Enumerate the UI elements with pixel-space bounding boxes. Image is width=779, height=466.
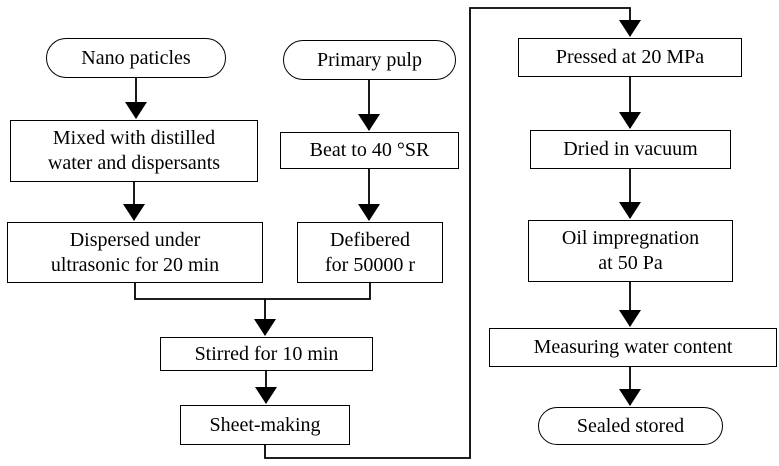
node-dried-label: Dried in vacuum (563, 138, 698, 160)
node-sheet-making-label: Sheet-making (209, 413, 321, 436)
node-pressed-label: Pressed at 20 MPa (555, 46, 705, 68)
node-nano-particles-label: Nano paticles (81, 46, 191, 69)
node-dispersed: Dispersed under ultrasonic for 20 min (7, 222, 263, 283)
node-nano-particles: Nano paticles (46, 38, 226, 78)
node-sealed-label: Sealed stored (576, 414, 685, 437)
node-oil-impregnation: Oil impregnation at 50 Pa (528, 220, 733, 282)
node-beat-label: Beat to 40 °SR (309, 139, 430, 161)
edge-sheet-pressed (264, 7, 641, 459)
node-dispersed-label: Dispersed under ultrasonic for 20 min (50, 228, 220, 276)
node-defibered: Defibered for 50000 r (297, 222, 443, 283)
node-measuring-label: Measuring water content (533, 336, 733, 358)
node-pressed: Pressed at 20 MPa (518, 38, 742, 77)
node-sheet-making: Sheet-making (180, 405, 350, 445)
node-defibered-label: Defibered for 50000 r (325, 228, 415, 276)
node-mixed: Mixed with distilled water and dispersan… (10, 120, 258, 182)
node-dried: Dried in vacuum (530, 130, 731, 169)
node-sealed: Sealed stored (538, 407, 723, 445)
node-stirred: Stirred for 10 min (160, 337, 373, 371)
node-primary-pulp-label: Primary pulp (317, 48, 422, 71)
node-beat: Beat to 40 °SR (280, 132, 459, 169)
node-stirred-label: Stirred for 10 min (194, 342, 339, 365)
node-measuring: Measuring water content (489, 328, 777, 367)
node-primary-pulp: Primary pulp (283, 40, 456, 80)
node-mixed-label: Mixed with distilled water and dispersan… (47, 127, 221, 174)
node-oil-impregnation-label: Oil impregnation at 50 Pa (561, 227, 700, 274)
edge-merge-rail (134, 282, 371, 300)
